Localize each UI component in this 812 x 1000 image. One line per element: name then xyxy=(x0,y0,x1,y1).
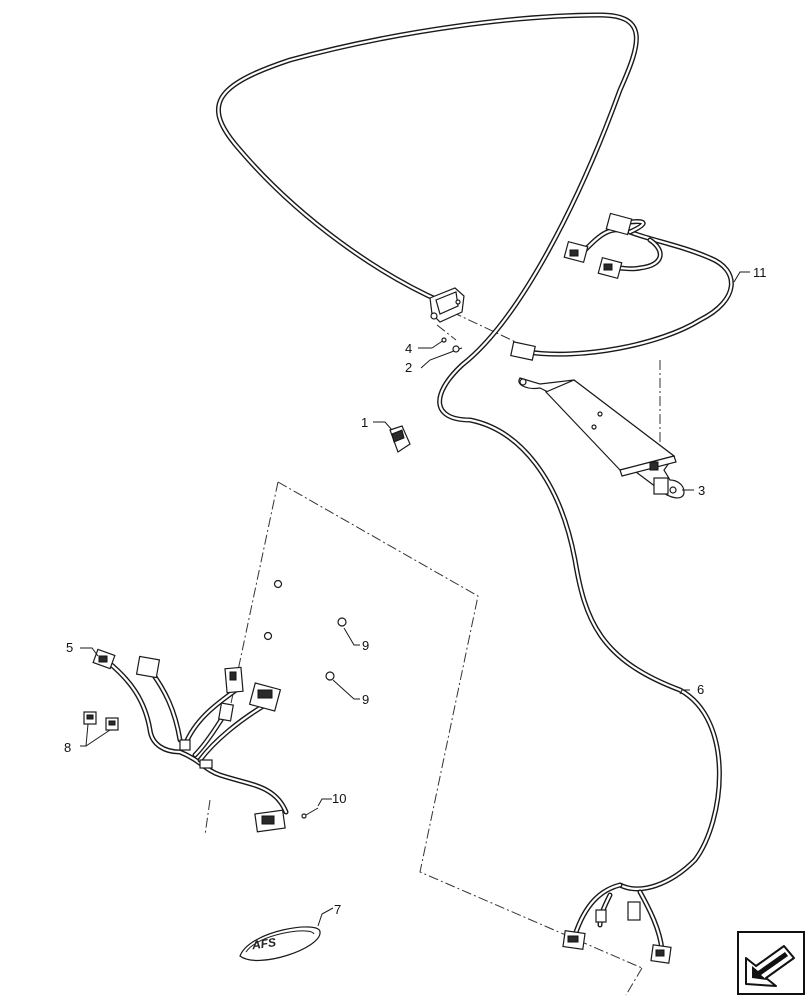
fastener-10 xyxy=(301,807,319,819)
callouts: 1 2 4 3 5 6 7 8 9 9 10 11 xyxy=(64,265,767,917)
leader-lines xyxy=(80,271,750,927)
arrow-icon xyxy=(737,931,805,995)
callout-10: 10 xyxy=(332,791,346,806)
panel-hardware xyxy=(263,579,347,681)
afs-decal-7: AFS xyxy=(239,926,321,961)
harness-11 xyxy=(510,212,734,361)
part-1-connector xyxy=(389,425,411,453)
harness-5 xyxy=(92,648,289,833)
part-2-fastener xyxy=(452,345,463,353)
callout-7: 7 xyxy=(334,902,341,917)
callout-1: 1 xyxy=(361,415,368,430)
decal-label: AFS xyxy=(250,935,277,952)
part-4-fastener xyxy=(431,337,447,349)
callout-11: 11 xyxy=(753,265,767,280)
relays-8 xyxy=(83,711,119,731)
callout-3: 3 xyxy=(698,483,705,498)
callout-2: 2 xyxy=(405,360,412,375)
callout-8: 8 xyxy=(64,740,71,755)
callout-5: 5 xyxy=(66,640,73,655)
harness-end-lower xyxy=(562,882,672,964)
module-bracket-3 xyxy=(518,377,685,499)
main-harness-6 xyxy=(216,12,722,892)
callout-4: 4 xyxy=(405,341,412,356)
bulkhead-connector xyxy=(429,287,465,323)
callout-9a: 9 xyxy=(362,638,369,653)
callout-9b: 9 xyxy=(362,692,369,707)
callout-6: 6 xyxy=(697,682,704,697)
